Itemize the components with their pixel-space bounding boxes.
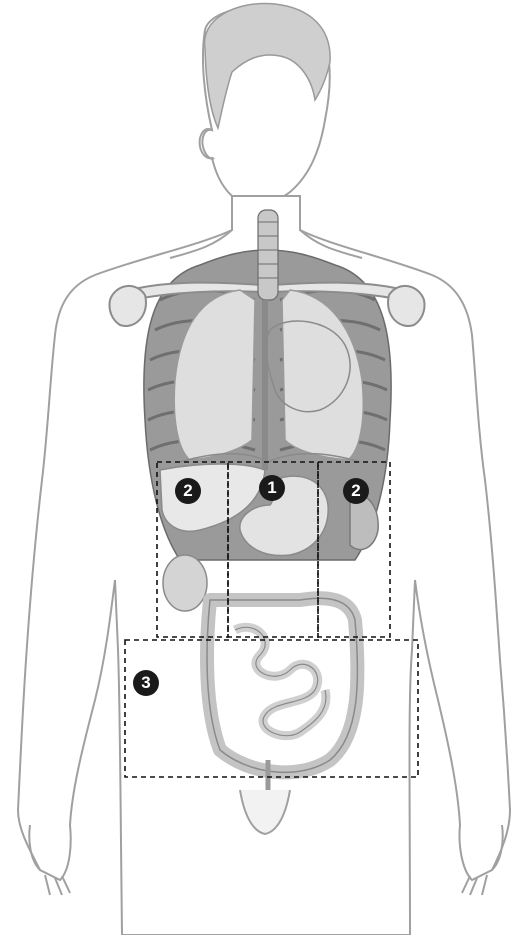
region-marker-2-right: 2 — [343, 478, 369, 504]
region-marker-2-left: 2 — [175, 478, 201, 504]
right-shoulder-joint — [388, 286, 424, 326]
gallbladder — [163, 555, 207, 611]
region-marker-1: 1 — [259, 475, 285, 501]
trachea — [258, 210, 278, 300]
left-shoulder-joint — [109, 286, 145, 326]
region-marker-3: 3 — [133, 670, 159, 696]
